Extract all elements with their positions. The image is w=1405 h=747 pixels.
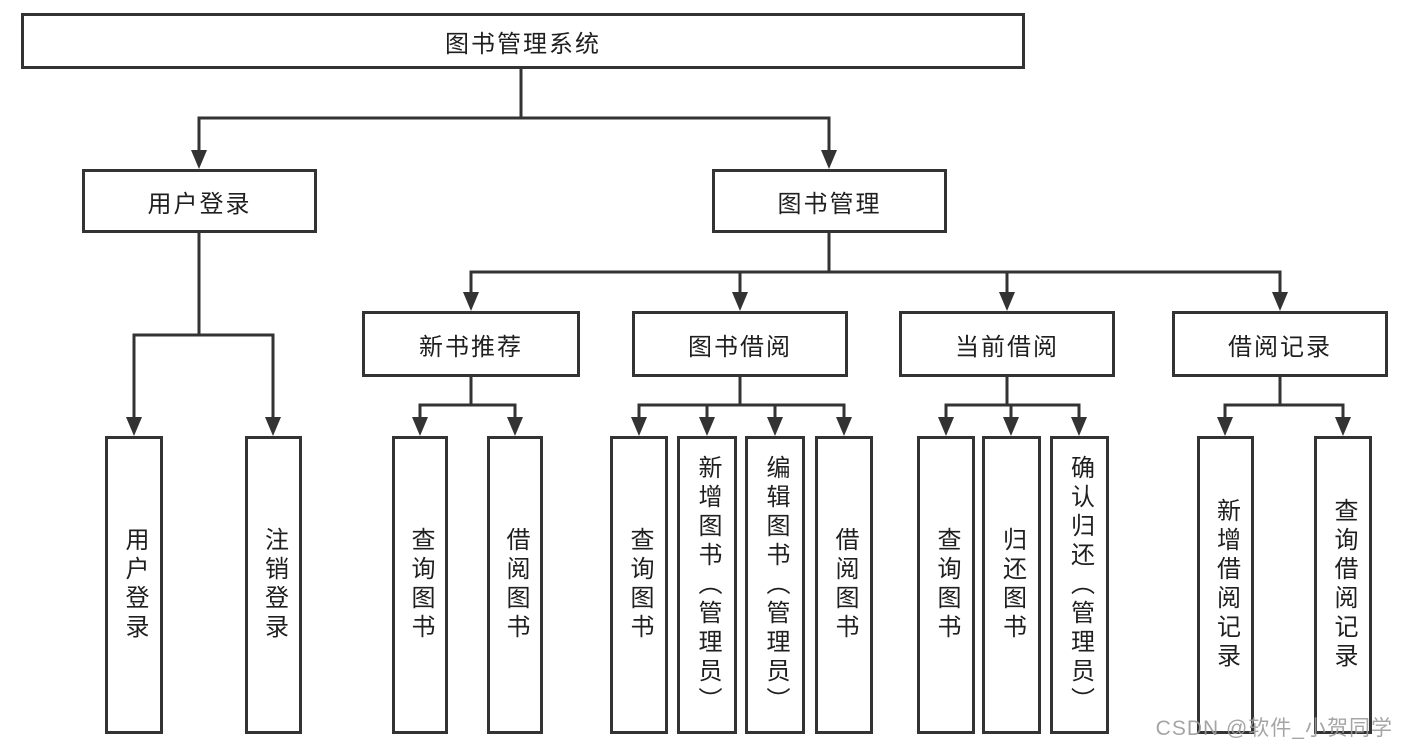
leaf-edit-book-admin-label: 编辑图书（管理员）	[762, 454, 789, 716]
leaf-borrow-books-borrowing-label: 借阅图书	[831, 527, 858, 643]
leaf-user-login: 用户登录	[105, 436, 163, 734]
node-new-book-recommend: 新书推荐	[362, 311, 580, 377]
leaf-confirm-return-admin: 确认归还（管理员）	[1050, 436, 1109, 734]
leaf-borrow-books-recommend-label: 借阅图书	[502, 527, 529, 643]
node-user-login-label: 用户登录	[147, 190, 252, 218]
leaf-query-books-borrowing-label: 查询图书	[626, 527, 653, 643]
csdn-watermark: CSDN @软件_小贺同学	[1155, 717, 1393, 740]
node-root-label: 图书管理系统	[445, 30, 601, 58]
node-book-management: 图书管理	[712, 169, 947, 233]
leaf-user-login-label: 用户登录	[121, 527, 148, 643]
leaf-add-borrow-record: 新增借阅记录	[1197, 436, 1254, 734]
node-root-system: 图书管理系统	[21, 13, 1025, 69]
leaf-query-books-borrowing: 查询图书	[610, 436, 668, 734]
node-current-borrowing-label: 当前借阅	[955, 333, 1059, 361]
leaf-return-books-label: 归还图书	[998, 527, 1026, 643]
leaf-confirm-return-admin-label: 确认归还（管理员）	[1066, 454, 1094, 716]
leaf-logout: 注销登录	[245, 436, 302, 734]
node-book-borrowing: 图书借阅	[632, 311, 848, 377]
leaf-add-borrow-record-label: 新增借阅记录	[1212, 498, 1240, 672]
leaf-edit-book-admin: 编辑图书（管理员）	[745, 436, 805, 734]
leaf-borrow-books-borrowing: 借阅图书	[815, 436, 873, 734]
leaf-query-books-recommend-label: 查询图书	[407, 527, 434, 643]
leaf-logout-label: 注销登录	[260, 527, 288, 643]
leaf-query-books-recommend: 查询图书	[392, 436, 448, 734]
leaf-return-books: 归还图书	[982, 436, 1041, 734]
node-borrowing-records-label: 借阅记录	[1228, 333, 1332, 361]
leaf-query-books-current: 查询图书	[917, 436, 975, 734]
node-book-management-label: 图书管理	[777, 190, 882, 218]
leaf-query-books-current-label: 查询图书	[933, 527, 960, 643]
leaf-query-borrow-record-label: 查询借阅记录	[1330, 498, 1357, 672]
node-book-borrowing-label: 图书借阅	[688, 333, 792, 361]
node-current-borrowing: 当前借阅	[899, 311, 1115, 377]
leaf-add-book-admin: 新增图书（管理员）	[677, 436, 737, 734]
leaf-query-borrow-record: 查询借阅记录	[1314, 436, 1372, 734]
leaf-borrow-books-recommend: 借阅图书	[487, 436, 543, 734]
node-borrowing-records: 借阅记录	[1172, 311, 1388, 377]
node-user-login: 用户登录	[82, 169, 317, 233]
node-new-book-recommend-label: 新书推荐	[419, 333, 523, 361]
leaf-add-book-admin-label: 新增图书（管理员）	[694, 454, 721, 716]
